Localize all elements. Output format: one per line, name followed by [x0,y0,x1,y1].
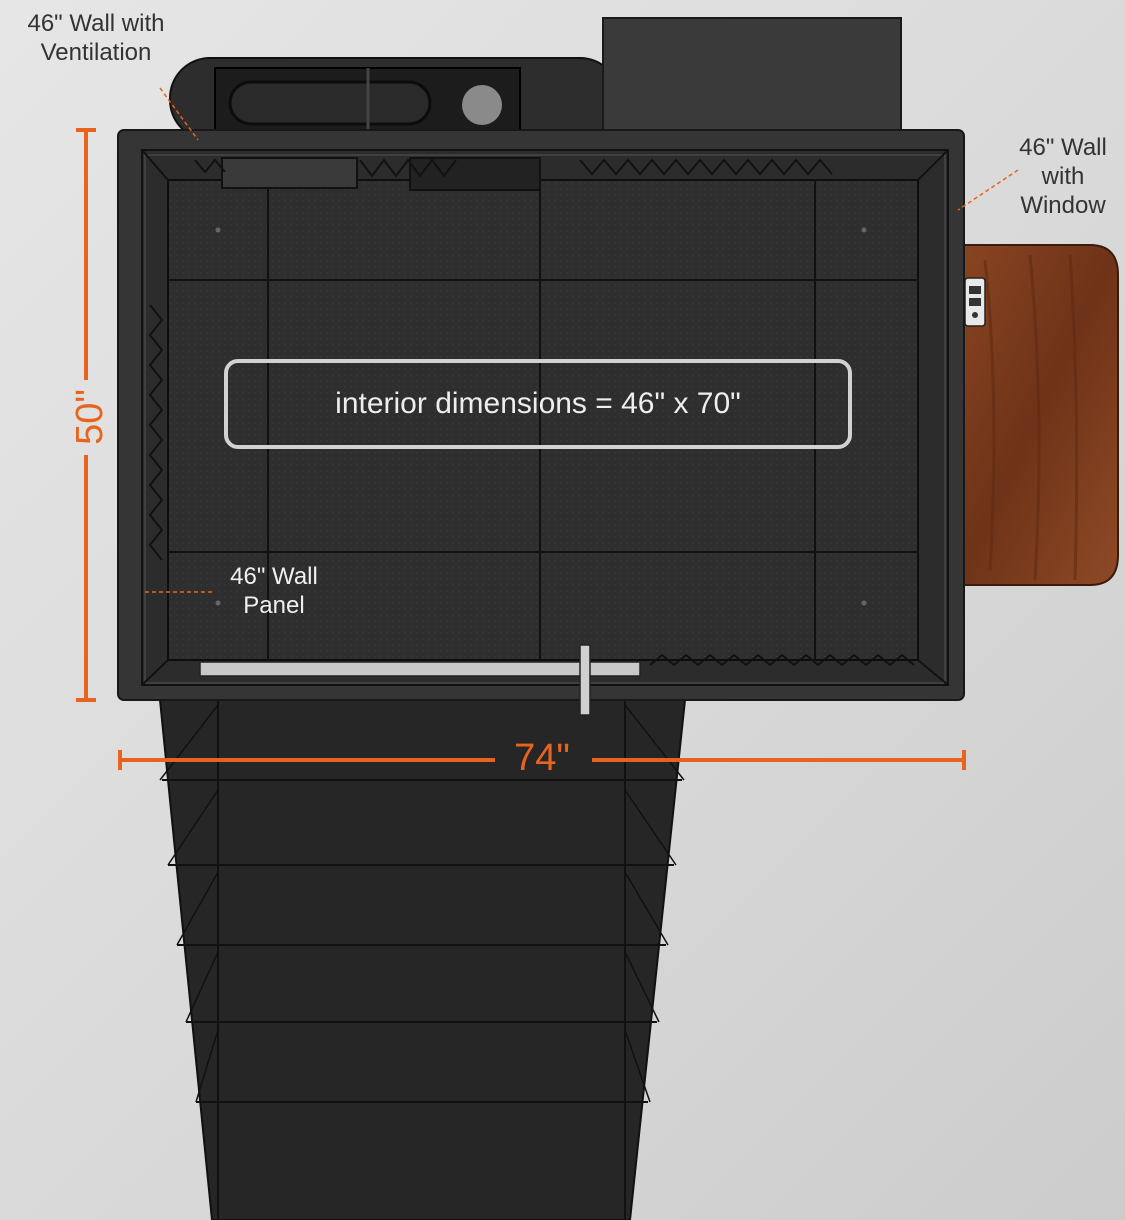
window-wall-label-line3: Window [1020,192,1106,219]
ventilation-wall-label-line2: Ventilation [40,39,152,66]
desk [954,244,1119,586]
width-dimension-line [118,750,966,770]
window-wall-label-line1: 46" Wall [1019,134,1107,161]
height-dimension-line [76,128,96,702]
height-dimension-label: 50" [69,389,111,445]
ventilation-unit [169,17,902,144]
ventilation-wall-label: 46" Wall with Ventilation [6,9,186,67]
entrance-ramp [158,699,687,1220]
interior-dimensions-text: interior dimensions = 46" x 70" [335,387,741,420]
width-dimension-label: 74" [514,737,570,779]
wall-panel-label-line2: Panel [243,592,305,619]
window-wall-label: 46" Wall with Window [1005,133,1121,220]
leader-lines [145,87,1019,593]
wall-panel-label: 46" Wall Panel [214,562,334,620]
wall-panel-label-line1: 46" Wall [230,563,318,590]
interior-dimensions-box: interior dimensions = 46" x 70" [224,359,852,449]
booth-frame [117,129,965,716]
window-wall-label-line2: with [1041,163,1085,190]
ventilation-wall-label-line1: 46" Wall with [27,10,165,37]
